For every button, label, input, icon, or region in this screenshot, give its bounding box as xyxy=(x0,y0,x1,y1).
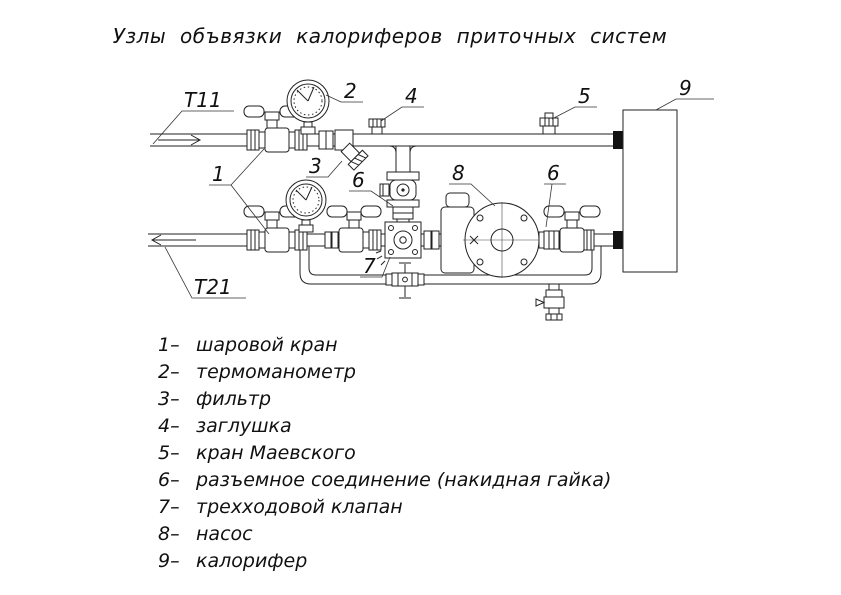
pump xyxy=(440,192,546,278)
three-way-valve xyxy=(375,221,422,266)
pipe-label-t21: Т21 xyxy=(194,275,232,299)
bypass-line xyxy=(299,246,602,285)
callout-3: 3 xyxy=(309,154,322,178)
callout-9: 9 xyxy=(679,76,692,100)
callout-8: 8 xyxy=(452,161,465,185)
strainer-filter xyxy=(334,129,369,171)
branch-valve-assembly xyxy=(379,145,420,222)
legend: 1–шаровой кран 2–термоманометр 3–фильтр … xyxy=(158,331,611,574)
flow-arrow-right-icon xyxy=(190,134,202,146)
union-pump-right xyxy=(543,230,560,250)
ball-valve-return-right xyxy=(543,205,601,253)
legend-item: 2–термоманометр xyxy=(158,360,356,383)
legend-item: 3–фильтр xyxy=(158,387,272,410)
union-supply xyxy=(318,130,334,150)
supply-pipe xyxy=(150,133,613,147)
heater-connector-bottom xyxy=(613,231,623,249)
callout-leaders xyxy=(152,94,714,299)
callout-5: 5 xyxy=(578,84,591,108)
bypass-valve xyxy=(385,262,425,299)
plug-fitting xyxy=(368,118,386,135)
heater xyxy=(622,109,678,273)
callout-7: 7 xyxy=(363,254,376,278)
callout-2: 2 xyxy=(344,79,357,103)
pump-terminal-box xyxy=(445,192,470,208)
pipe-label-t11: Т11 xyxy=(184,88,222,112)
legend-item: 7–трехходовой клапан xyxy=(158,495,403,518)
callout-1: 1 xyxy=(212,162,225,186)
legend-item: 4–заглушка xyxy=(158,414,292,437)
callout-6-mid: 6 xyxy=(352,168,365,192)
legend-item: 1–шаровой кран xyxy=(158,333,338,356)
heater-connector-top xyxy=(613,131,623,149)
drain-valve xyxy=(535,283,565,321)
drawing-title: Узлы объвязки калориферов приточных сист… xyxy=(112,24,668,48)
callout-4: 4 xyxy=(405,84,418,108)
legend-item: 9–калорифер xyxy=(158,549,308,572)
ball-valve-supply xyxy=(243,105,308,153)
callout-6-right: 6 xyxy=(547,161,560,185)
legend-item: 5–кран Маевского xyxy=(158,441,356,464)
legend-item: 8–насос xyxy=(158,522,253,545)
thermomanometer-return xyxy=(285,179,327,233)
union-pump-left xyxy=(423,230,440,250)
ball-valve-return-left xyxy=(243,205,308,253)
flow-arrow-left-icon xyxy=(150,234,162,246)
union-branch xyxy=(392,206,414,214)
thermomanometer-supply xyxy=(286,79,330,135)
valve-handwheel xyxy=(379,183,390,197)
legend-item: 6–разъемное соединение (накидная гайка) xyxy=(158,468,612,491)
mayevsky-valve xyxy=(539,112,559,135)
ball-valve-return-mid xyxy=(324,205,382,253)
